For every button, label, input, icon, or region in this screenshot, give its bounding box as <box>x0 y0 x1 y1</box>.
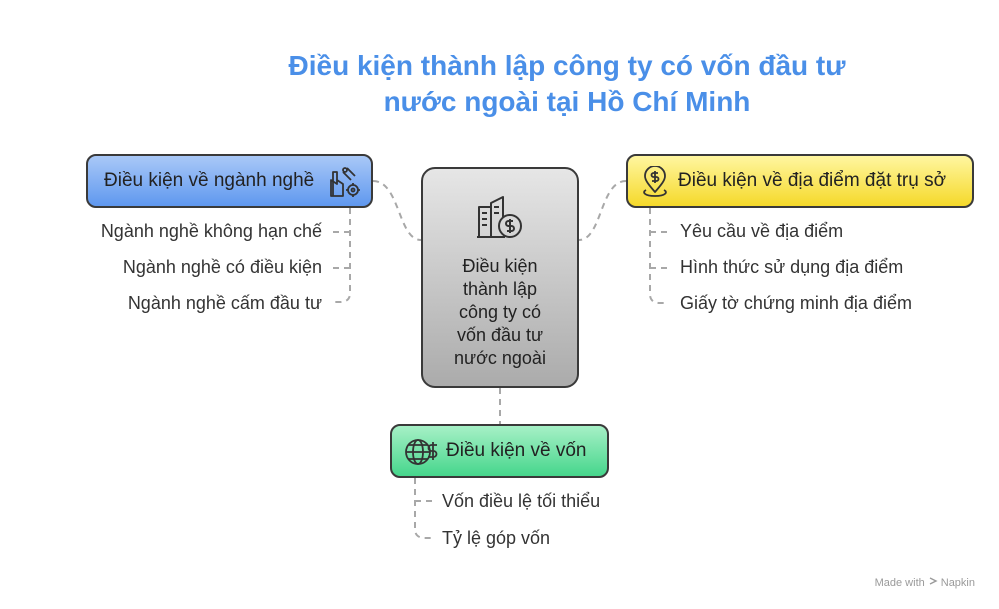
industry-node: Điều kiện về ngành nghề <box>86 154 373 208</box>
industry-item: Ngành nghề cấm đầu tư <box>127 293 322 313</box>
industry-item: Ngành nghề có điều kiện <box>122 257 322 277</box>
location-label: Điều kiện về địa điểm đặt trụ sở <box>678 170 947 191</box>
location-item: Hình thức sử dụng địa điểm <box>680 257 904 277</box>
capital-item: Tỷ lệ góp vốn <box>442 528 551 548</box>
title-line-2: nước ngoài tại Hồ Chí Minh <box>383 86 751 117</box>
center-node: Điều kiện thành lập công ty có vốn đầu t… <box>421 167 579 388</box>
capital-item: Vốn điều lệ tối thiểu <box>442 491 601 511</box>
capital-label: Điều kiện về vốn <box>446 440 587 461</box>
napkin-logo-icon <box>928 576 938 589</box>
building-dollar-icon <box>475 193 525 245</box>
capital-node: Điều kiện về vốn <box>390 424 609 478</box>
made-with-label: Made with <box>874 576 925 589</box>
location-pin-dollar-icon <box>640 165 670 204</box>
globe-dollar-icon <box>404 435 438 475</box>
industry-label: Điều kiện về ngành nghề <box>104 170 315 191</box>
diagram-title: Điều kiện thành lập công ty có vốn đầu t… <box>0 48 999 120</box>
location-node: Điều kiện về địa điểm đặt trụ sở <box>626 154 974 208</box>
location-item: Yêu cầu về địa điểm <box>680 221 844 241</box>
title-line-1: Điều kiện thành lập công ty có vốn đầu t… <box>288 50 846 81</box>
industry-item: Ngành nghề không hạn chế <box>100 221 322 241</box>
center-label: Điều kiện thành lập công ty có vốn đầu t… <box>454 256 546 368</box>
location-item: Giấy tờ chứng minh địa điểm <box>680 293 912 313</box>
factory-gear-icon <box>329 166 361 204</box>
made-with-credit[interactable]: Made with Napkin <box>875 576 975 589</box>
napkin-brand: Napkin <box>940 576 975 589</box>
